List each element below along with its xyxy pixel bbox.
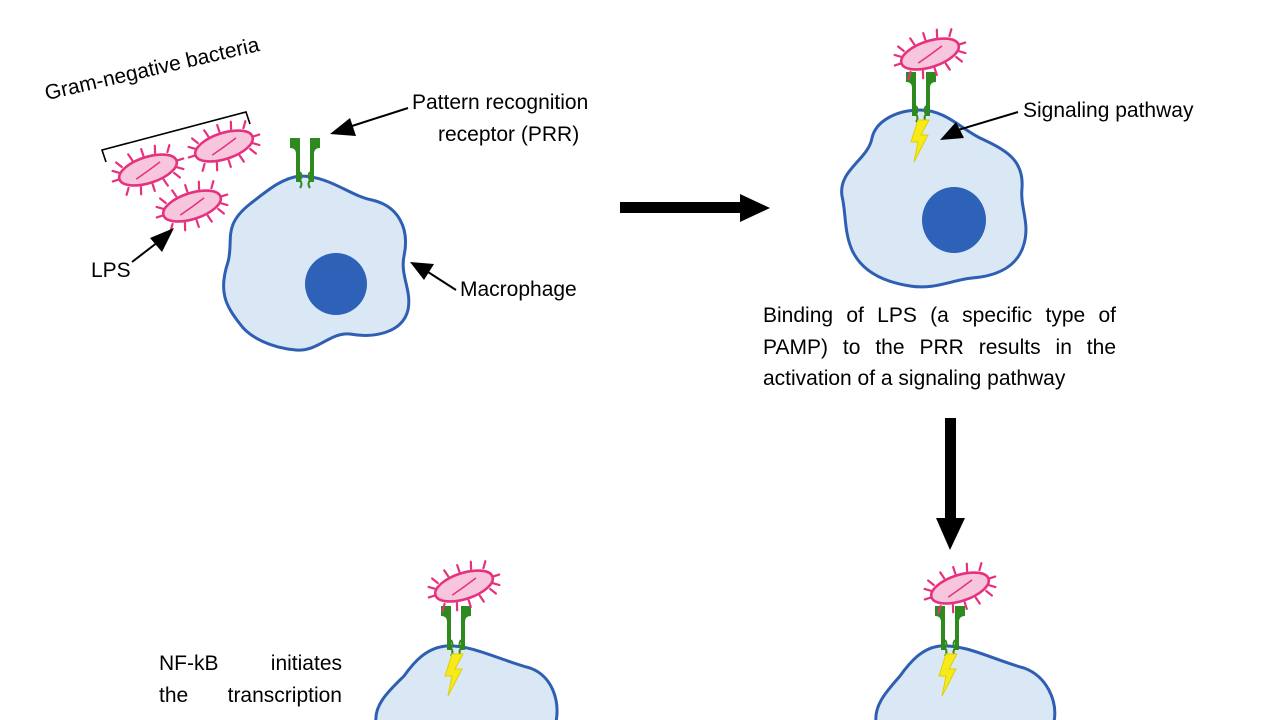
step2-caption-line: activation of a signaling pathway: [763, 367, 1066, 390]
bacteria-bracket: [100, 111, 251, 163]
prr-label-line2: receptor (PRR): [438, 123, 580, 146]
step2-caption-line: Binding of LPS (a specific type of: [763, 304, 1116, 327]
lps-pointer-arrow: [131, 228, 174, 263]
prr-pointer-arrow: [330, 107, 409, 136]
bacterium: [180, 112, 268, 180]
nfkb-caption: NF-kB initiates the transcription: [159, 648, 342, 711]
step2-caption: Binding of LPS (a specific type of PAMP)…: [763, 300, 1116, 395]
nfkb-macrophage-cell: [374, 644, 559, 720]
step-arrow-right: [620, 194, 770, 222]
nfkb-caption-line: the transcription: [159, 683, 342, 707]
nfkb-caption-line: NF-kB initiates: [159, 652, 342, 675]
activated-macrophage-cell: [840, 108, 1028, 289]
bacterium: [148, 172, 236, 240]
step-arrow-down: [936, 418, 965, 550]
signaling-pointer-arrow: [940, 111, 1019, 140]
nucleus: [305, 253, 367, 315]
lps-label: LPS: [91, 259, 131, 282]
prr-label-line1: Pattern recognition: [412, 91, 589, 114]
signaling-pathway-label: Signaling pathway: [1023, 99, 1194, 122]
signaling-macrophage-cell: [874, 644, 1057, 720]
step2-caption-line: PAMP) to the PRR results in the: [763, 335, 1116, 359]
macrophage-pointer-arrow: [410, 262, 457, 291]
macrophage-label: Macrophage: [460, 278, 577, 301]
macrophage-cell: [222, 174, 411, 352]
nucleus: [922, 187, 986, 253]
bacterium: [104, 136, 192, 204]
